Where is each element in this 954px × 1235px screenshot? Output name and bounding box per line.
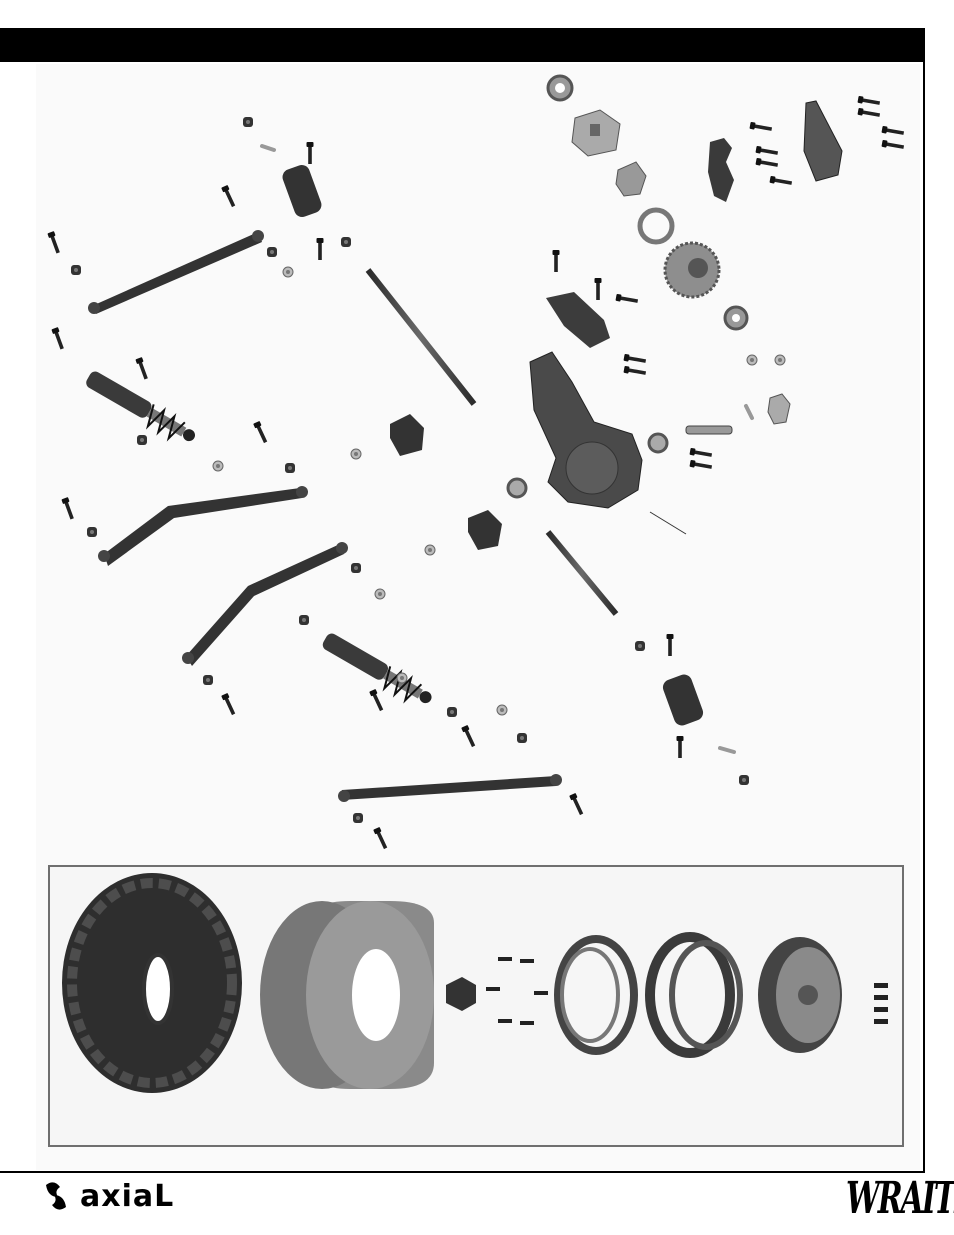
diff-cover bbox=[804, 101, 842, 181]
bearing-mid bbox=[725, 307, 747, 329]
wheel bbox=[758, 937, 842, 1053]
pinion-shaft bbox=[686, 426, 732, 434]
pinion-gear bbox=[768, 394, 790, 424]
screws bbox=[47, 96, 904, 850]
wheel-assembly-diagram bbox=[50, 867, 902, 1145]
brand-name: axiaL bbox=[80, 1179, 174, 1214]
gasket-ring bbox=[640, 210, 672, 242]
footer-rule bbox=[0, 1171, 925, 1173]
axle-shaft-lower bbox=[548, 532, 616, 614]
hex-hub-lower bbox=[468, 510, 502, 550]
axial-logo-icon bbox=[40, 1181, 72, 1211]
diff-case bbox=[572, 110, 620, 156]
hex-hub-upper bbox=[390, 414, 424, 456]
exploded-axle-diagram bbox=[0, 0, 954, 870]
upper-link-mount bbox=[546, 292, 610, 348]
upper-link-right bbox=[338, 774, 562, 802]
foam-insert bbox=[260, 901, 434, 1089]
knuckle-lower bbox=[661, 672, 706, 727]
bearing-side bbox=[508, 479, 526, 497]
bead-lock-ring bbox=[558, 939, 634, 1051]
bearing-top bbox=[548, 76, 572, 100]
ring-gear bbox=[665, 243, 719, 297]
nuts bbox=[71, 117, 749, 823]
wheel-assembly-box bbox=[48, 865, 904, 1147]
upper-link-left bbox=[88, 230, 264, 314]
axial-logo: axiaL bbox=[40, 1176, 174, 1216]
hub-screws bbox=[486, 957, 548, 1025]
tire bbox=[62, 873, 242, 1093]
diff-spider bbox=[616, 162, 646, 196]
hex-hub bbox=[446, 977, 476, 1011]
lower-link-left bbox=[98, 486, 308, 566]
pins bbox=[262, 146, 752, 752]
inner-ring bbox=[650, 937, 740, 1053]
lower-link-right bbox=[182, 542, 348, 666]
wheel-screws bbox=[874, 983, 888, 1024]
wraith-logo: WRAITH bbox=[846, 1174, 954, 1225]
axle-link-mount bbox=[708, 138, 734, 202]
bearing-small bbox=[649, 434, 667, 452]
axle-shaft-upper bbox=[368, 270, 474, 404]
knuckle-upper bbox=[280, 163, 323, 220]
